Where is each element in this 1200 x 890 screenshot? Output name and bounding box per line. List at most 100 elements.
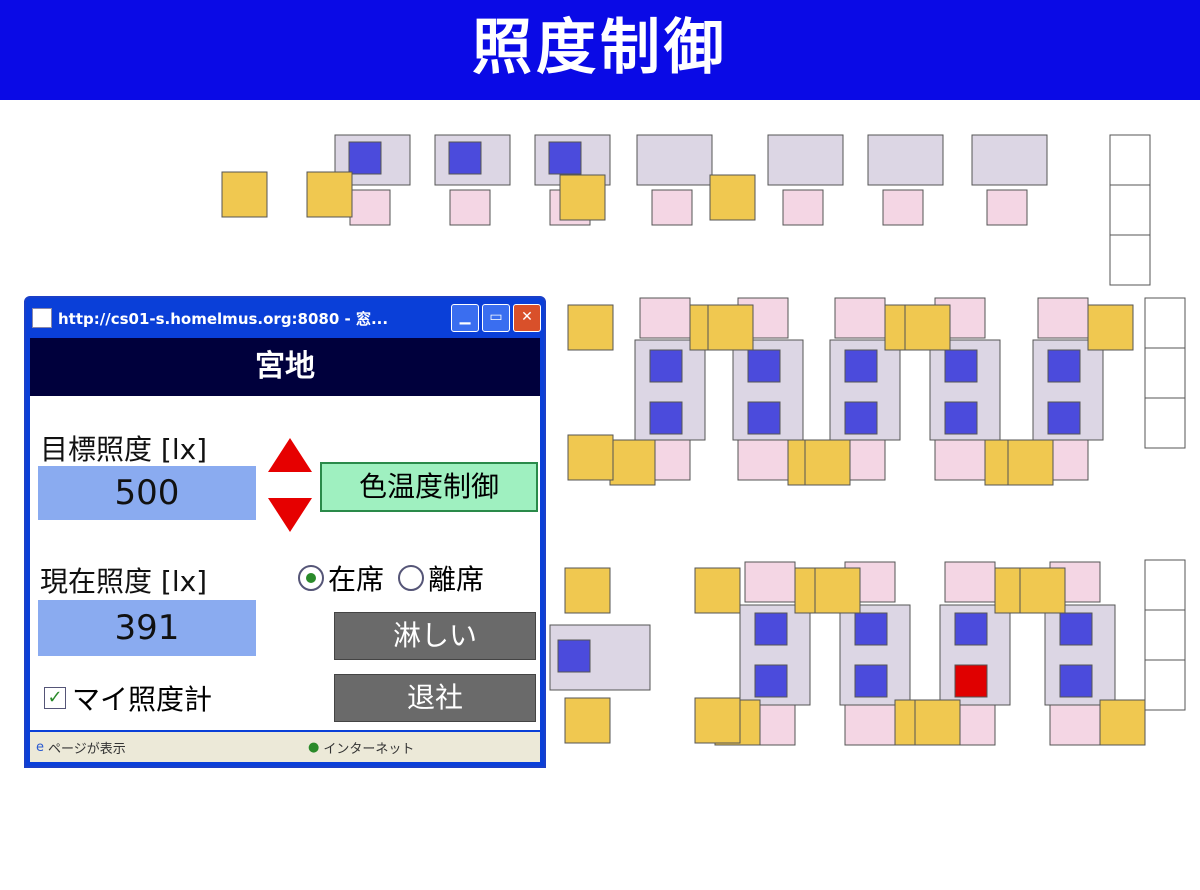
browser-status-bar: e ページが表示 ● インターネット: [30, 732, 540, 762]
cabinet: [694, 567, 741, 614]
page-title: 照度制御: [472, 13, 728, 83]
user-name-header: 宮地: [30, 338, 540, 396]
desk: [971, 134, 1048, 186]
chair: [1037, 297, 1089, 339]
chair: [449, 189, 491, 226]
chair: [1049, 704, 1101, 746]
monitor: [954, 664, 988, 698]
monitor: [1047, 401, 1081, 435]
desk: [767, 134, 844, 186]
ie-icon: e: [36, 739, 44, 755]
leave-office-button[interactable]: 退社: [334, 674, 536, 722]
chair: [651, 189, 693, 226]
browser-title-bar[interactable]: http://cs01-s.homelmus.org:8080 - 窓... ▁…: [26, 298, 544, 338]
monitor: [747, 349, 781, 383]
monitor: [348, 141, 382, 175]
chair: [349, 189, 391, 226]
cabinet: [707, 304, 754, 351]
increase-arrow-icon[interactable]: [268, 438, 312, 472]
chair: [744, 561, 796, 603]
monitor: [649, 349, 683, 383]
lonely-button[interactable]: 淋しい: [334, 612, 536, 660]
present-radio[interactable]: [298, 565, 324, 591]
chair: [944, 561, 996, 603]
monitor: [557, 639, 591, 673]
status-text: ページが表示: [48, 741, 126, 757]
chair: [882, 189, 924, 226]
stair-step: [1109, 234, 1151, 286]
stair-step: [1109, 184, 1151, 236]
monitor: [754, 664, 788, 698]
target-illuminance-value: 500: [38, 466, 256, 520]
chair: [934, 439, 986, 481]
present-label: 在席: [328, 563, 385, 596]
target-illuminance-label: 目標照度 [lx]: [40, 433, 208, 466]
cabinet: [1099, 699, 1146, 746]
chair: [986, 189, 1028, 226]
cabinet: [814, 567, 861, 614]
decrease-arrow-icon[interactable]: [268, 498, 312, 532]
current-illuminance-label: 現在照度 [lx]: [40, 565, 208, 598]
desk: [867, 134, 944, 186]
cabinet: [567, 434, 614, 481]
cabinet: [564, 567, 611, 614]
cabinet: [564, 697, 611, 744]
desk: [636, 134, 713, 186]
monitor: [944, 349, 978, 383]
cabinet: [609, 439, 656, 486]
cabinet: [559, 174, 606, 221]
cabinet: [306, 171, 353, 218]
cabinet: [567, 304, 614, 351]
away-radio[interactable]: [398, 565, 425, 591]
chair: [834, 297, 886, 339]
cabinet: [221, 171, 268, 218]
monitor: [854, 664, 888, 698]
chair: [639, 297, 691, 339]
color-temperature-button[interactable]: 色温度制御: [320, 462, 538, 512]
cabinet: [1007, 439, 1054, 486]
monitor: [954, 612, 988, 646]
maximize-icon[interactable]: ▭: [482, 304, 510, 332]
chair: [844, 704, 896, 746]
cabinet: [904, 304, 951, 351]
cabinet: [1019, 567, 1066, 614]
cabinet: [709, 174, 756, 221]
ie-page-icon: [32, 308, 52, 328]
monitor: [649, 401, 683, 435]
current-illuminance-value: 391: [38, 600, 256, 656]
monitor: [854, 612, 888, 646]
stair-step: [1144, 609, 1186, 661]
browser-title: http://cs01-s.homelmus.org:8080 - 窓...: [58, 309, 389, 328]
stair-step: [1144, 347, 1186, 399]
cabinet: [804, 439, 851, 486]
my-meter-checkbox[interactable]: ✓: [44, 687, 66, 709]
monitor: [1059, 612, 1093, 646]
globe-icon: ●: [308, 739, 320, 755]
stair-step: [1144, 397, 1186, 449]
monitor: [1059, 664, 1093, 698]
away-label: 離席: [428, 563, 485, 596]
chair: [737, 439, 789, 481]
browser-window: http://cs01-s.homelmus.org:8080 - 窓... ▁…: [24, 296, 546, 768]
minimize-icon[interactable]: ▁: [451, 304, 479, 332]
monitor: [844, 349, 878, 383]
monitor: [1047, 349, 1081, 383]
close-icon[interactable]: ✕: [513, 304, 541, 332]
cabinet: [1087, 304, 1134, 351]
page-content: 宮地 目標照度 [lx] 500 色温度制御 現在照度 [lx] 391 在席 …: [30, 338, 540, 730]
monitor: [844, 401, 878, 435]
zone-text: インターネット: [323, 741, 415, 757]
monitor: [747, 401, 781, 435]
monitor: [448, 141, 482, 175]
monitor: [754, 612, 788, 646]
monitor: [548, 141, 582, 175]
cabinet: [914, 699, 961, 746]
stair-step: [1144, 659, 1186, 711]
office-floor-plan: [221, 134, 1186, 746]
stair-step: [1144, 559, 1186, 611]
cabinet: [694, 697, 741, 744]
monitor: [944, 401, 978, 435]
my-meter-label: マイ照度計: [72, 683, 213, 716]
stair-step: [1144, 297, 1186, 349]
page-title-banner: 照度制御: [0, 0, 1200, 100]
